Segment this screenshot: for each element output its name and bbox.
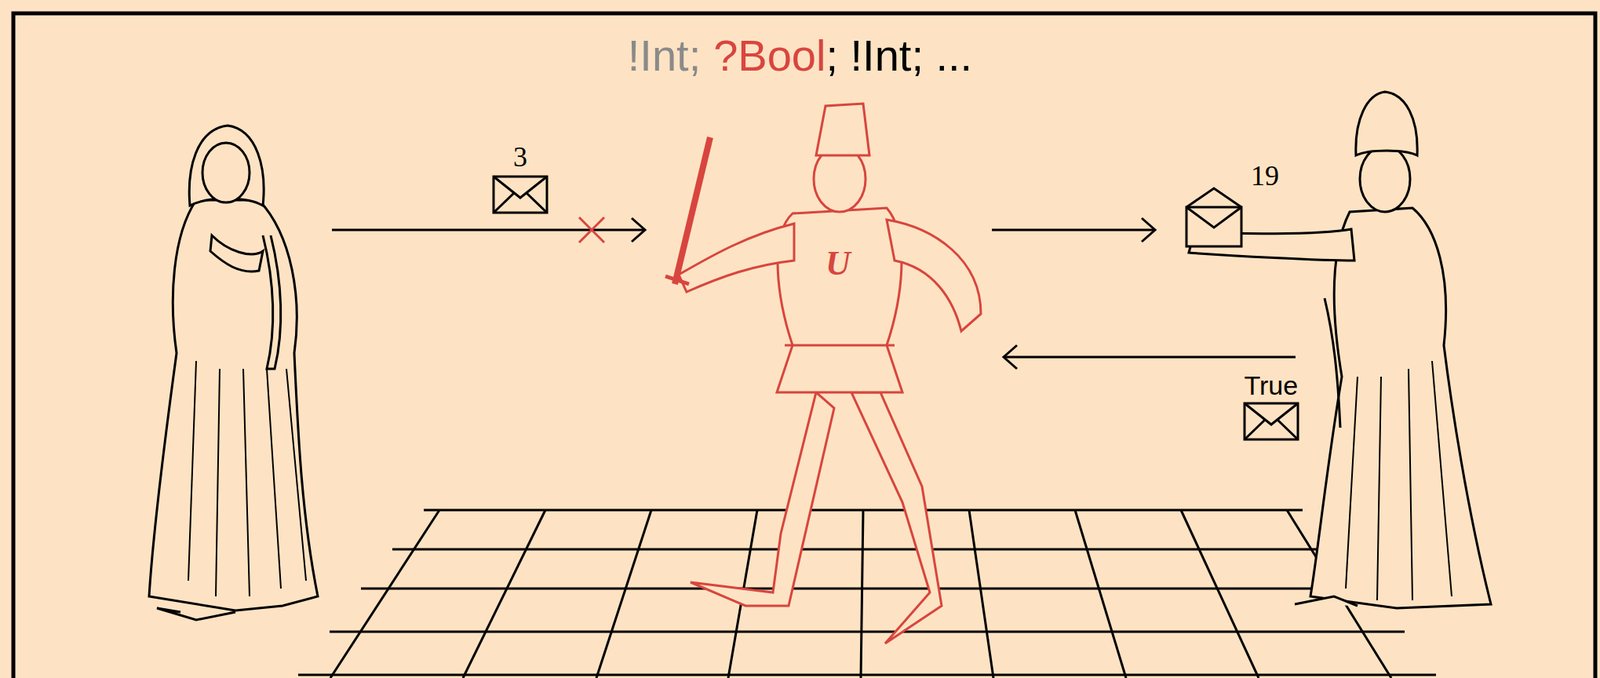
session-type-part: !Int; xyxy=(627,30,701,81)
belt xyxy=(784,344,895,347)
floor-line xyxy=(596,510,652,678)
arrow-head xyxy=(1003,345,1017,369)
floor-line xyxy=(969,510,994,678)
arm xyxy=(678,223,795,292)
envelope-lines xyxy=(493,176,547,213)
head xyxy=(1359,145,1411,212)
hat xyxy=(1355,91,1418,156)
head xyxy=(202,142,250,203)
message-arrow xyxy=(991,229,1154,232)
robe xyxy=(149,200,318,611)
left-figure xyxy=(149,125,318,620)
dagger xyxy=(674,137,711,285)
floor-line xyxy=(462,510,546,678)
floor-line xyxy=(298,674,1436,677)
envelope-flap xyxy=(1186,188,1242,228)
robe xyxy=(1310,207,1491,609)
shoe xyxy=(156,608,236,620)
message-arrow xyxy=(331,229,644,232)
leg xyxy=(851,392,942,644)
session-type-title: !Int;?Bool; !Int; ... xyxy=(0,29,1600,81)
session-type-part: ?Bool xyxy=(713,30,826,81)
envelope xyxy=(1244,403,1298,440)
arm xyxy=(262,235,281,369)
middle-figure xyxy=(665,103,981,644)
arrow-head xyxy=(631,218,646,242)
arrows xyxy=(331,218,1296,369)
hat xyxy=(816,103,870,156)
message-arrow xyxy=(1005,356,1296,359)
floor-line xyxy=(330,510,440,678)
message-value: 19 xyxy=(1250,161,1280,190)
emblem-letter: U xyxy=(825,243,851,284)
arm xyxy=(210,235,263,272)
arm xyxy=(886,219,981,332)
envelopes xyxy=(493,176,1298,440)
leg xyxy=(690,392,835,606)
hatching xyxy=(188,360,307,597)
session-type-part: ; !Int; ... xyxy=(825,30,973,81)
message-value: 3 xyxy=(513,142,528,172)
floor-line xyxy=(1180,510,1259,678)
floor-line xyxy=(1075,510,1127,678)
right-figure xyxy=(1188,91,1491,609)
shoe xyxy=(1294,596,1358,606)
tunic xyxy=(776,207,903,393)
quill xyxy=(1324,298,1341,428)
floor-line xyxy=(329,630,1405,634)
intercept-cross xyxy=(579,217,605,243)
hood xyxy=(189,125,264,206)
dagger-guard xyxy=(665,276,689,285)
floor-tiles xyxy=(298,510,1436,678)
envelope xyxy=(493,176,547,213)
arrow-head xyxy=(1141,218,1156,242)
hatching xyxy=(1345,360,1452,601)
figure-emblem: U xyxy=(814,239,862,287)
envelope-lines xyxy=(1244,403,1298,440)
message-value: True xyxy=(1244,371,1299,399)
frame-border xyxy=(13,13,1596,678)
floor-line xyxy=(860,510,864,678)
